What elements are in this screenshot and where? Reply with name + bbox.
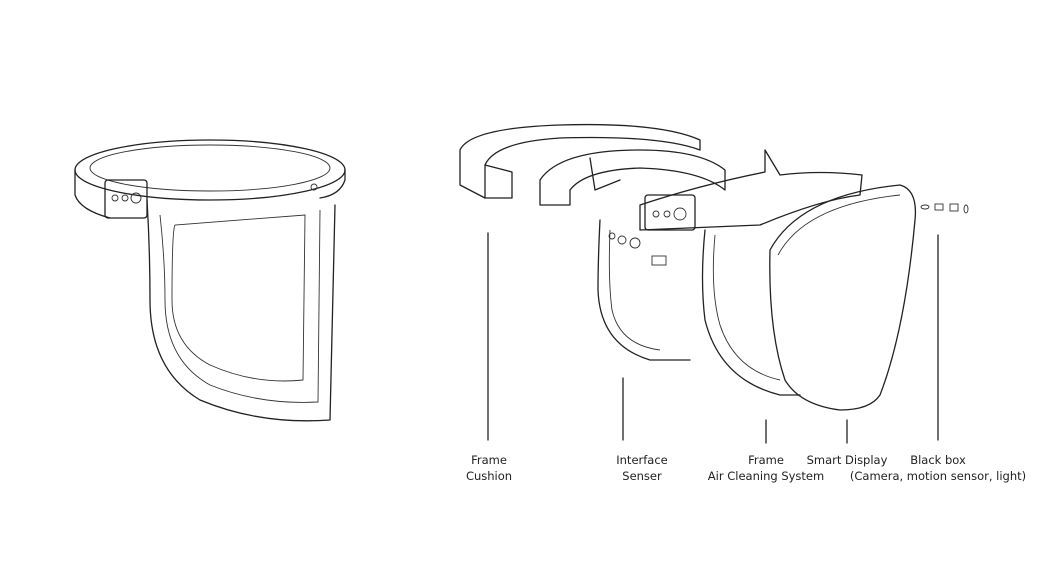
- label-smart-display: Smart Display: [807, 452, 888, 468]
- label-line: Black box: [910, 453, 966, 467]
- interface-sensor-part: [539, 149, 726, 361]
- label-black-box: Black box (Camera, motion sensor, light): [850, 452, 1026, 484]
- label-frame-cushion: Frame Cushion: [466, 452, 512, 484]
- label-line: (Camera, motion sensor, light): [849, 469, 1027, 483]
- label-interface-senser: Interface Senser: [616, 452, 668, 484]
- label-line: Frame: [471, 453, 507, 467]
- label-line: Cushion: [465, 469, 513, 483]
- air-cleaning-frame-part: [639, 149, 863, 396]
- control-panel: [104, 179, 148, 219]
- smart-display-part: [769, 184, 917, 411]
- label-line: Frame: [748, 453, 784, 467]
- label-line: Interface: [616, 453, 668, 467]
- label-line: Air Cleaning System: [707, 469, 825, 483]
- label-line: Smart Display: [806, 453, 888, 467]
- label-frame-air-cleaning: Frame Air Cleaning System: [708, 452, 824, 484]
- black-box-parts: [920, 203, 969, 214]
- label-line: Senser: [622, 469, 662, 483]
- assembled-device: [74, 139, 346, 422]
- frame-cushion-part: [459, 123, 701, 199]
